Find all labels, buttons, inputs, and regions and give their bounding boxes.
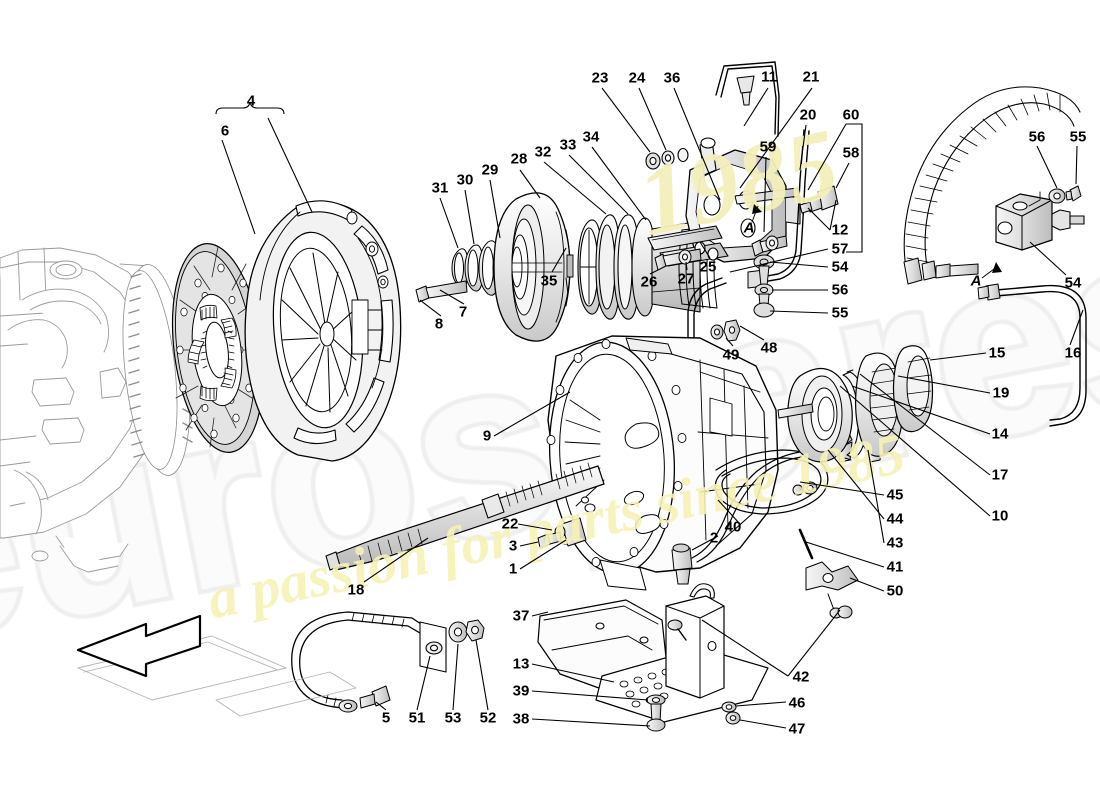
callout-number-25: 25 xyxy=(699,258,717,276)
callout-number-35: 35 xyxy=(540,272,558,290)
callout-number-43: 43 xyxy=(886,534,904,552)
callout-number-11: 11 xyxy=(761,68,777,86)
callout-number-42: 42 xyxy=(792,668,810,686)
callout-number-33: 33 xyxy=(559,136,577,154)
callout-number-55: 55 xyxy=(831,304,849,322)
callout-number-47: 47 xyxy=(788,720,806,738)
callout-number-16: 16 xyxy=(1064,344,1082,362)
forward-direction-arrow xyxy=(76,614,202,678)
callout-number-50: 50 xyxy=(886,582,904,600)
callout-number-10: 10 xyxy=(991,507,1009,525)
callout-number-36: 36 xyxy=(663,69,681,87)
callout-number-28: 28 xyxy=(510,150,528,168)
callout-number-2: 2 xyxy=(709,529,719,547)
callout-number-32: 32 xyxy=(534,143,552,161)
callout-number-5: 5 xyxy=(381,709,391,727)
callout-number-56: 56 xyxy=(1028,128,1046,146)
callout-number-54: 54 xyxy=(1064,274,1082,292)
callout-number-21: 21 xyxy=(802,68,820,86)
section-marker-a: A xyxy=(970,272,982,290)
callout-number-48: 48 xyxy=(760,339,778,357)
callout-number-29: 29 xyxy=(481,161,499,179)
callout-number-27: 27 xyxy=(677,270,695,288)
callout-number-44: 44 xyxy=(886,510,904,528)
callout-number-26: 26 xyxy=(640,273,658,291)
callout-number-12: 12 xyxy=(831,221,849,239)
callout-number-51: 51 xyxy=(408,709,426,727)
callout-number-46: 46 xyxy=(788,694,806,712)
callout-number-39: 39 xyxy=(512,682,530,700)
callout-number-23: 23 xyxy=(591,69,609,87)
callout-number-41: 41 xyxy=(886,558,904,576)
callout-number-40: 40 xyxy=(724,518,742,536)
callout-number-38: 38 xyxy=(512,710,530,728)
callout-number-20: 20 xyxy=(799,106,817,124)
callout-number-24: 24 xyxy=(628,69,646,87)
callout-number-3: 3 xyxy=(508,537,518,555)
callout-number-8: 8 xyxy=(434,315,444,333)
callout-number-58: 58 xyxy=(842,144,860,162)
callout-number-1: 1 xyxy=(508,560,518,578)
callout-number-14: 14 xyxy=(991,425,1009,443)
section-marker-a: A xyxy=(743,219,755,237)
callout-number-59: 59 xyxy=(759,138,777,156)
callout-number-53: 53 xyxy=(444,709,462,727)
callout-number-60: 60 xyxy=(842,106,860,124)
callout-number-55: 55 xyxy=(1069,128,1087,146)
callout-number-54: 54 xyxy=(831,258,849,276)
callout-number-4: 4 xyxy=(246,92,256,110)
callout-number-37: 37 xyxy=(512,607,530,625)
callout-number-6: 6 xyxy=(220,122,230,140)
callout-number-57: 57 xyxy=(831,240,849,258)
callout-number-45: 45 xyxy=(886,486,904,504)
callout-number-49: 49 xyxy=(722,346,740,364)
callout-number-22: 22 xyxy=(501,515,519,533)
callout-number-18: 18 xyxy=(347,581,365,599)
callout-number-13: 13 xyxy=(512,655,530,673)
callout-number-30: 30 xyxy=(456,171,474,189)
callout-number-31: 31 xyxy=(431,179,449,197)
callout-number-19: 19 xyxy=(992,384,1010,402)
callout-number-17: 17 xyxy=(991,466,1009,484)
callout-number-15: 15 xyxy=(988,344,1006,362)
callout-number-7: 7 xyxy=(458,303,468,321)
callout-number-34: 34 xyxy=(582,128,600,146)
callout-number-52: 52 xyxy=(479,709,497,727)
callout-number-9: 9 xyxy=(482,427,492,445)
callout-number-56: 56 xyxy=(831,281,849,299)
